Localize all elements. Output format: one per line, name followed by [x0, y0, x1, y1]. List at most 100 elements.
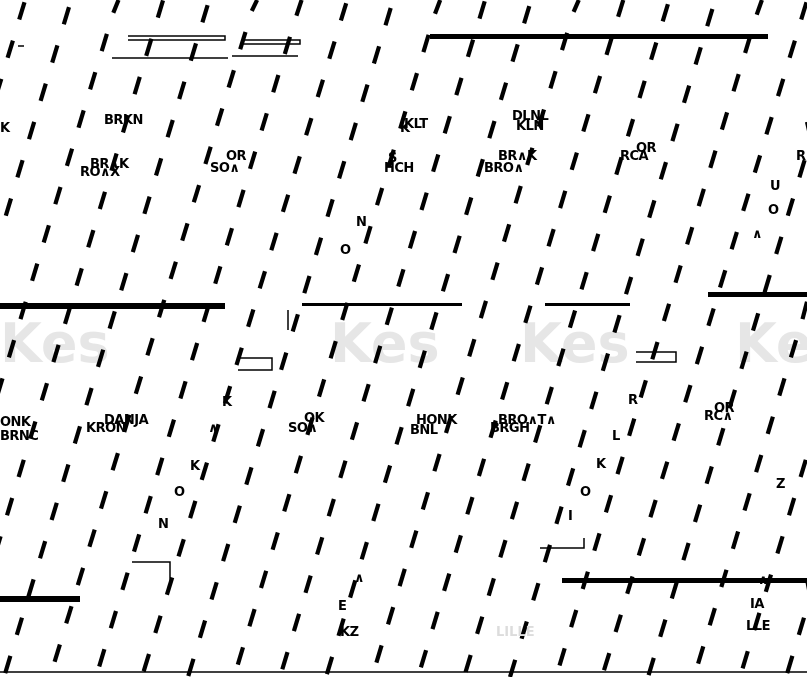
room-labels: K BRKN BR∧K RO∧X OR SO∧ KLT K S HCH N O …	[0, 109, 807, 640]
hatch-dash	[694, 346, 705, 365]
hatch-dash	[430, 611, 440, 630]
hatch-dash	[740, 650, 750, 670]
hatch-dash	[39, 382, 50, 402]
hatch-dash	[327, 40, 337, 60]
hatch-dash	[303, 574, 313, 594]
hatch-dash	[648, 499, 658, 518]
hatch-dash	[166, 418, 177, 438]
hatch-dash	[238, 31, 248, 50]
hatch-dash	[706, 307, 716, 327]
hatch-dash	[109, 152, 119, 172]
hatch-dash	[155, 457, 165, 476]
label-k-mid: K	[400, 121, 411, 136]
hatch-dash	[176, 538, 186, 558]
hatch-dash	[72, 425, 83, 445]
hatch-dash	[442, 115, 452, 135]
hatch-dash	[76, 109, 86, 129]
hatch-dash	[200, 4, 210, 24]
label-ia-bottom-right: IA	[750, 597, 764, 612]
top-right-wall	[430, 34, 768, 39]
hatch-dash	[168, 261, 178, 280]
hatch-dash	[683, 384, 693, 403]
hatch-dash	[255, 428, 266, 448]
hatch-dash	[249, 0, 259, 12]
hatch-dash	[382, 464, 393, 484]
hatch-dash	[742, 492, 752, 512]
label-brak: BR∧K	[90, 157, 130, 172]
hatch-dash	[226, 69, 236, 89]
label-a-bottom-right: ∧	[758, 573, 768, 588]
hatch-dash	[165, 119, 175, 138]
hatch-dash	[269, 232, 279, 251]
hatch-dash	[120, 572, 130, 591]
hatch-dash	[635, 238, 645, 257]
hatch-dash	[177, 81, 187, 100]
hatch-dash	[371, 503, 381, 522]
hatch-dash	[556, 348, 566, 367]
hatch-dash	[659, 461, 670, 480]
right-mid-wall	[708, 292, 807, 297]
hatch-dash	[785, 197, 796, 217]
hatch-dash	[719, 111, 730, 131]
hatch-dash	[531, 582, 541, 602]
hatch-dash	[153, 615, 163, 634]
hatch-dash	[294, 0, 304, 17]
hatch-dash	[133, 375, 144, 395]
hatch-dash	[119, 272, 129, 292]
hatch-dash	[313, 237, 324, 256]
hatch-dash	[337, 160, 347, 180]
hatch-dash	[235, 646, 246, 666]
label-u-right: U	[770, 179, 780, 194]
hatch-dash	[50, 44, 60, 64]
hatch-dash	[614, 156, 624, 176]
hatch-dash	[463, 654, 473, 673]
hatch-dash	[122, 414, 132, 433]
hatch-dash	[591, 233, 601, 252]
hatch-dash	[440, 273, 451, 292]
label-s-mid: S	[388, 151, 397, 166]
thin-lines	[0, 35, 807, 673]
hatch-dash	[696, 645, 706, 665]
label-o-right: O	[768, 203, 779, 218]
hatch-dash	[498, 539, 508, 559]
hatch-dash	[189, 342, 200, 361]
hatch-dash	[612, 314, 622, 334]
hatch-dash	[282, 36, 293, 55]
hatch-dash	[510, 43, 520, 63]
hatch-dash	[581, 113, 591, 133]
hatch-dash	[600, 352, 611, 372]
hatch-dash	[75, 567, 86, 586]
hatch-dash	[234, 347, 244, 366]
hatch-dash	[764, 116, 774, 136]
label-o-mid: O	[340, 243, 351, 258]
hatch-dash	[338, 460, 348, 479]
hatch-dash	[87, 528, 97, 548]
hatch-dash	[247, 608, 257, 627]
hatch-dash	[26, 578, 36, 598]
hatch-dash	[315, 536, 325, 556]
hatch-dash	[257, 270, 268, 290]
hatch-dash	[221, 543, 231, 562]
hatch-dash	[325, 198, 335, 218]
hatch-dash	[509, 501, 520, 520]
label-o-low-2: O	[580, 485, 591, 500]
hatch-dash	[681, 542, 691, 561]
hatch-dash	[741, 193, 751, 212]
hatch-dash	[673, 264, 683, 284]
hatch-dash	[49, 502, 59, 521]
hatch-dash	[557, 647, 567, 667]
hatch-dash	[99, 33, 109, 52]
hatch-dash	[454, 77, 464, 96]
hatch-dash	[88, 71, 98, 91]
label-onk-left: ONK	[0, 415, 32, 430]
hatch-dash	[164, 576, 175, 596]
hatch-dash	[213, 265, 223, 285]
hatch-dash	[569, 609, 579, 628]
hatch-dash	[132, 76, 142, 95]
hatch-dash	[421, 34, 431, 53]
hatch-dash	[580, 571, 590, 590]
hatch-dash	[15, 159, 25, 179]
hatch-dash	[384, 306, 394, 326]
